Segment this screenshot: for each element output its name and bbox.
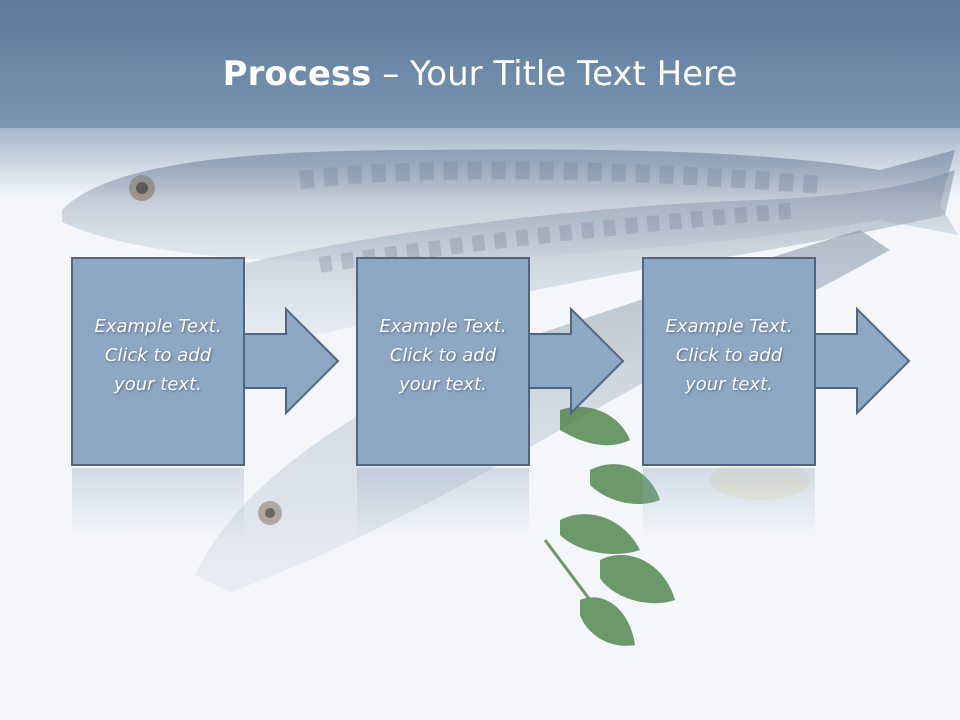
step-1-arrow[interactable] [243, 306, 340, 416]
title-banner-fade [0, 128, 960, 198]
step-3-arrow[interactable] [814, 306, 911, 416]
step-1-line-2: Click to add [104, 345, 212, 366]
title-bold-part: Process [222, 54, 372, 94]
title-rest: Your Title Text Here [410, 54, 738, 94]
step-2-text[interactable]: Example Text. Click to add your text. [357, 312, 529, 399]
step-2-line-1: Example Text. [379, 316, 507, 337]
step-1-text[interactable]: Example Text. Click to add your text. [72, 312, 244, 399]
step-3-line-1: Example Text. [665, 316, 793, 337]
step-1-line-3: your text. [114, 374, 202, 395]
step-2-line-3: your text. [399, 374, 487, 395]
step-2-reflection [357, 468, 529, 538]
step-1-line-1: Example Text. [94, 316, 222, 337]
step-2-arrow[interactable] [528, 306, 625, 416]
title-separator: – [371, 54, 411, 94]
step-1-box[interactable] [71, 257, 245, 466]
title-banner [0, 0, 960, 128]
slide-title[interactable]: Process – Your Title Text Here [0, 52, 960, 96]
step-2-box[interactable] [356, 257, 530, 466]
step-3-reflection [643, 468, 815, 538]
step-3-box[interactable] [642, 257, 816, 466]
step-3-line-3: your text. [685, 374, 773, 395]
step-3-text[interactable]: Example Text. Click to add your text. [643, 312, 815, 399]
step-3-line-2: Click to add [675, 345, 783, 366]
step-2-line-2: Click to add [389, 345, 497, 366]
step-1-reflection [72, 468, 244, 538]
